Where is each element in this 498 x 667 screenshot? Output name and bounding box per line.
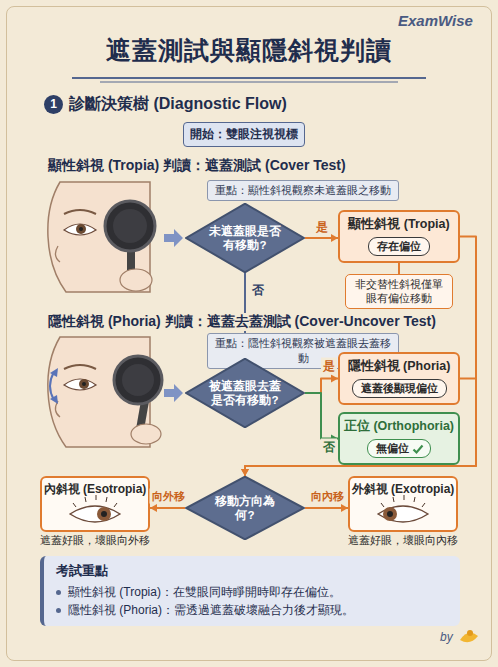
section-heading: 診斷決策樹 (Diagnostic Flow)	[69, 94, 287, 115]
arrowhead	[341, 504, 348, 512]
step-heading: 隱性斜視 (Phoria) 判讀：遮蓋去蓋測試 (Cover-Uncover T…	[46, 313, 438, 331]
caption-text: 遮蓋好眼，壞眼向外移	[40, 533, 150, 548]
status-pill: 遮蓋後顯現偏位	[352, 379, 447, 398]
arrowhead	[331, 375, 338, 383]
status-pill: 無偏位	[367, 439, 431, 458]
node-text: 外斜視 (Exotropia)	[350, 478, 456, 498]
decision-diamond: 被遮蓋眼去蓋是否有移動?	[185, 358, 305, 428]
bullet-text: 顯性斜視 (Tropia)：在雙眼同時睜開時即存在偏位。	[68, 583, 341, 601]
edge-label: 向外移	[150, 489, 187, 504]
edge-label: 是	[314, 219, 330, 236]
exam-box: 考試重點顯性斜視 (Tropia)：在雙眼同時睜開時即存在偏位。隱性斜視 (Ph…	[40, 556, 460, 626]
diamond-shape	[185, 203, 305, 273]
edge-label: 是	[321, 358, 337, 375]
caption-text: 遮蓋好眼，壞眼向內移	[348, 533, 458, 548]
arrowhead	[241, 469, 249, 476]
arrowhead	[150, 504, 157, 512]
diamond-shape	[185, 476, 305, 540]
note-box: 重點：顯性斜視觀察未遮蓋眼之移動	[207, 180, 399, 201]
bullet-text: 隱性斜視 (Phoria)：需透過遮蓋破壞融合力後才顯現。	[68, 601, 354, 619]
decision-diamond: 未遮蓋眼是否有移動?	[185, 203, 305, 273]
result-box: 隱性斜視 (Phoria) 遮蓋後顯現偏位	[338, 352, 460, 405]
node-text: 無偏位	[376, 440, 409, 457]
cover-uncover-face	[48, 337, 183, 447]
diagram-title: 遮蓋測試與顯隱斜視判讀	[0, 34, 498, 67]
node-text: 非交替性斜視僅單眼有偏位移動	[351, 278, 447, 305]
connector	[398, 263, 400, 274]
node-text: 重點：顯性斜視觀察未遮蓋眼之移動	[212, 183, 394, 198]
decision-diamond: 移動方向為何?	[185, 476, 305, 540]
callout-number: 1	[44, 95, 63, 114]
brand-name: ExamWise	[398, 12, 473, 29]
arrowhead	[331, 234, 338, 242]
note-box: 非交替性斜視僅單眼有偏位移動	[345, 274, 453, 309]
node-text: 正位 (Orthophoria)	[344, 418, 454, 435]
result-box: 顯性斜視 (Tropia) 存在偏位	[338, 210, 460, 263]
bullet-dot	[56, 590, 61, 595]
diamond-shape	[185, 358, 305, 428]
edge-label: 否	[250, 282, 266, 299]
check-mark	[412, 443, 424, 455]
eye-box: 內斜視 (Esotropia)遮蓋好眼，壞眼向外移	[40, 476, 150, 532]
node-text: 顯性斜視 (Tropia)	[348, 216, 449, 233]
node-text: 存在偏位	[377, 238, 421, 255]
bullet-row: 隱性斜視 (Phoria)：需透過遮蓋破壞融合力後才顯現。	[56, 601, 450, 619]
connector	[305, 393, 338, 439]
arrowhead	[241, 469, 249, 476]
node-text: 遮蓋後顯現偏位	[361, 380, 438, 397]
bullet-dot	[56, 608, 61, 613]
credit: by	[440, 630, 453, 644]
result-box: 正位 (Orthophoria) 無偏位	[338, 412, 460, 465]
title-underline	[72, 78, 426, 82]
brand-logo	[460, 630, 478, 642]
edge-label: 向內移	[309, 489, 346, 504]
node-text: 隱性斜視 (Phoria)	[348, 358, 451, 375]
step-heading: 顯性斜視 (Tropia) 判讀：遮蓋測試 (Cover Test)	[46, 157, 348, 175]
node-text: 開始：雙眼注視視標	[190, 126, 298, 143]
cover-test-face	[48, 182, 183, 292]
eye-box: 外斜視 (Exotropia)遮蓋好眼，壞眼向內移	[348, 476, 458, 532]
start-box: 開始：雙眼注視視標	[183, 122, 305, 147]
bullet-row: 顯性斜視 (Tropia)：在雙眼同時睜開時即存在偏位。	[56, 583, 450, 601]
node-text: 移動方向為何?	[209, 494, 281, 523]
node-text: 考試重點	[56, 562, 450, 580]
node-text: 被遮蓋眼去蓋是否有移動?	[209, 379, 281, 408]
edge-label: 否	[321, 439, 337, 456]
node-text: 內斜視 (Esotropia)	[42, 478, 148, 498]
status-pill: 存在偏位	[368, 237, 430, 256]
node-text: 未遮蓋眼是否有移動?	[209, 224, 281, 253]
